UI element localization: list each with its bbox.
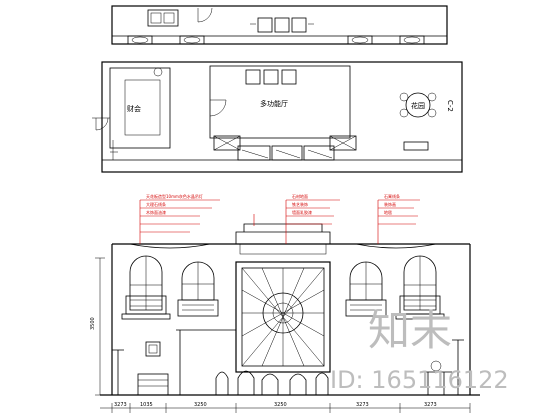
dimension-lines — [95, 257, 471, 413]
right-arched-window — [395, 255, 445, 320]
display-bottles — [215, 370, 329, 396]
elevation — [100, 223, 480, 396]
right-window-1 — [345, 261, 387, 317]
dim-bottom-0: 3273 — [114, 402, 127, 408]
left-window-2 — [177, 261, 219, 317]
center-sunburst-panel — [235, 261, 331, 373]
annotation-7: 装饰画 — [384, 201, 396, 207]
top-plan-strip — [111, 5, 448, 45]
annotation-8: 地毯 — [384, 209, 392, 215]
annotation-4: 铁艺装饰 — [292, 201, 308, 207]
annotation-texts: 天花板造型10mm灰色水晶吊灯 大理石线条 木饰面油漆 石材地面 铁艺装饰 墙面… — [146, 193, 400, 215]
watermark-logo-text: 知末 — [368, 306, 452, 355]
watermark-id-text: ID: 165116122 — [330, 366, 509, 394]
watermark: 知末 ID: 165116122 — [330, 306, 509, 394]
floor-plan: 财会 多功能厅 花园 C-2 — [92, 61, 463, 173]
center-room-label: 多功能厅 — [260, 99, 288, 108]
dim-bottom-3: 3273 — [356, 402, 369, 408]
dim-center-bottom: 3250 — [274, 402, 287, 408]
dim-bottom-4: 3273 — [424, 402, 437, 408]
dim-bottom-2: 3250 — [194, 402, 207, 408]
right-room-label: 花园 — [411, 101, 425, 110]
annotation-1: 大理石线条 — [146, 201, 166, 207]
left-arched-window — [121, 255, 171, 320]
dim-bottom-1: 1035 — [140, 402, 153, 408]
ornament-row-top — [127, 35, 425, 45]
annotation-5: 墙面乳胶漆 — [292, 209, 312, 215]
dimension-texts: 3273 1035 3250 3250 3273 3273 3500 — [90, 317, 437, 408]
annotation-2: 木饰面油漆 — [146, 209, 166, 215]
annotation-6: 石膏线条 — [384, 193, 400, 199]
dim-left-height: 3500 — [90, 317, 96, 330]
left-room-label: 财会 — [127, 104, 141, 113]
annotation-leaders — [139, 199, 420, 244]
annotation-0: 天花板造型10mm灰色水晶吊灯 — [146, 193, 203, 199]
right-marker-label: C-2 — [446, 100, 454, 112]
annotation-3: 石材地面 — [292, 193, 308, 199]
